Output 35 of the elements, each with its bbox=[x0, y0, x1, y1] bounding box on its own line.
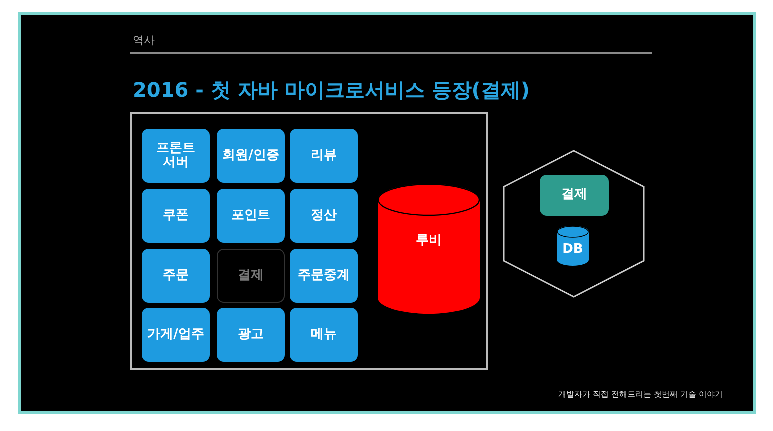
section-label: 역사 bbox=[133, 33, 155, 48]
node-label: 주문 bbox=[163, 268, 189, 284]
service-box bbox=[290, 249, 358, 303]
service-box bbox=[142, 308, 210, 362]
hexagon-outline bbox=[503, 150, 645, 298]
service-box bbox=[540, 175, 609, 216]
node-label: 프론트 서버 bbox=[156, 142, 196, 170]
node-label: 포인트 bbox=[232, 208, 270, 224]
database-cylinder bbox=[557, 226, 589, 266]
node-label: 메뉴 bbox=[311, 328, 337, 342]
service-box bbox=[217, 129, 285, 183]
footer-text: 개발자가 직접 전해드리는 첫번째 기술 이야기 bbox=[558, 389, 723, 400]
service-box bbox=[217, 189, 285, 243]
service-box bbox=[142, 189, 210, 243]
node-label: 쿠폰 bbox=[163, 208, 189, 224]
service-box bbox=[142, 129, 210, 183]
node-label: 주문중계 bbox=[298, 268, 350, 284]
node-label: 가게/업주 bbox=[148, 328, 204, 342]
node-label: DB bbox=[562, 242, 584, 258]
service-box bbox=[290, 308, 358, 362]
container-frame bbox=[130, 112, 488, 370]
node-label: 결제 bbox=[238, 268, 264, 284]
service-box bbox=[217, 308, 285, 362]
node-label: 광고 bbox=[238, 328, 264, 342]
database-cylinder bbox=[378, 184, 480, 314]
service-box bbox=[290, 189, 358, 243]
node-label: 리뷰 bbox=[311, 148, 337, 164]
node-label: 결제 bbox=[562, 188, 588, 203]
node-label: 정산 bbox=[311, 208, 337, 224]
service-box bbox=[217, 249, 285, 303]
slide-title: 2016 - 첫 자바 마이크로서비스 등장(결제) bbox=[133, 77, 530, 104]
node-label: 회원/인증 bbox=[222, 148, 280, 164]
service-box bbox=[142, 249, 210, 303]
service-box bbox=[290, 129, 358, 183]
node-label: 루비 bbox=[416, 234, 442, 248]
